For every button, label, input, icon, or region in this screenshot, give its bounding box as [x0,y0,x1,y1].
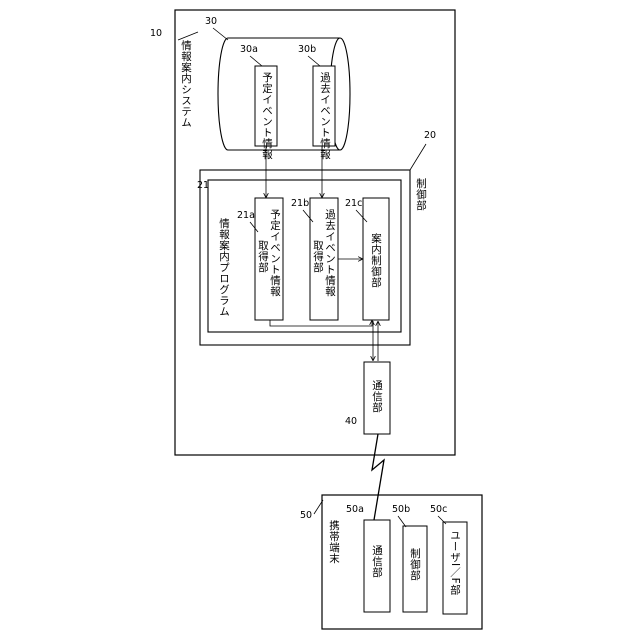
comm-unit-ref: 40 [345,416,357,427]
wireless-link-icon [372,434,384,520]
terminal-comm-ref: 50a [346,504,364,515]
terminal-ctrl-label: 制御部 [409,547,421,581]
database-ref: 30 [205,16,217,27]
planned-acq-label-line2: 取得部 [257,240,269,273]
program-ref: 21 [197,180,209,191]
past-acq-label-line2: 取得部 [312,240,324,273]
past-event-info-label: 過去イベント情報 [319,72,331,160]
terminal-ref: 50 [300,510,312,521]
past-acq-label-line1: 過去イベント情報 [324,209,336,297]
past-acq-ref: 21b [291,198,309,209]
terminal-comm-label: 通信部 [371,545,383,578]
terminal-ctrl-ref: 50b [392,504,410,515]
terminal-ui-leader [438,516,446,524]
control-unit-ref: 20 [424,130,436,141]
terminal-ui-label: ユーザI／F部 [449,530,461,595]
terminal-ctrl-leader [398,516,406,527]
planned-acq-ref: 21a [237,210,255,221]
guide-ctrl-ref: 21c [345,198,362,209]
database-ref-leader [213,28,228,40]
system-label: 情報案内システム [180,39,192,128]
planned-event-info-label: 予定イベント情報 [261,72,273,160]
system-ref: 10 [150,28,162,39]
terminal-ui-ref: 50c [430,504,447,515]
comm-unit-label: 通信部 [371,380,383,413]
system-ref-leader [178,32,198,40]
planned-acq-label-line1: 予定イベント情報 [269,209,281,297]
control-unit-ref-leader [410,144,426,170]
planned-event-info-ref: 30a [240,44,258,55]
control-unit-label: 制御部 [415,177,427,211]
program-label: 情報案内プログラム [218,217,230,317]
arrow-planned-acq-to-guide [270,320,372,326]
guide-ctrl-label: 案内制御部 [370,232,382,288]
terminal-label: 携帯端末 [328,519,340,564]
past-event-info-ref: 30b [298,44,316,55]
